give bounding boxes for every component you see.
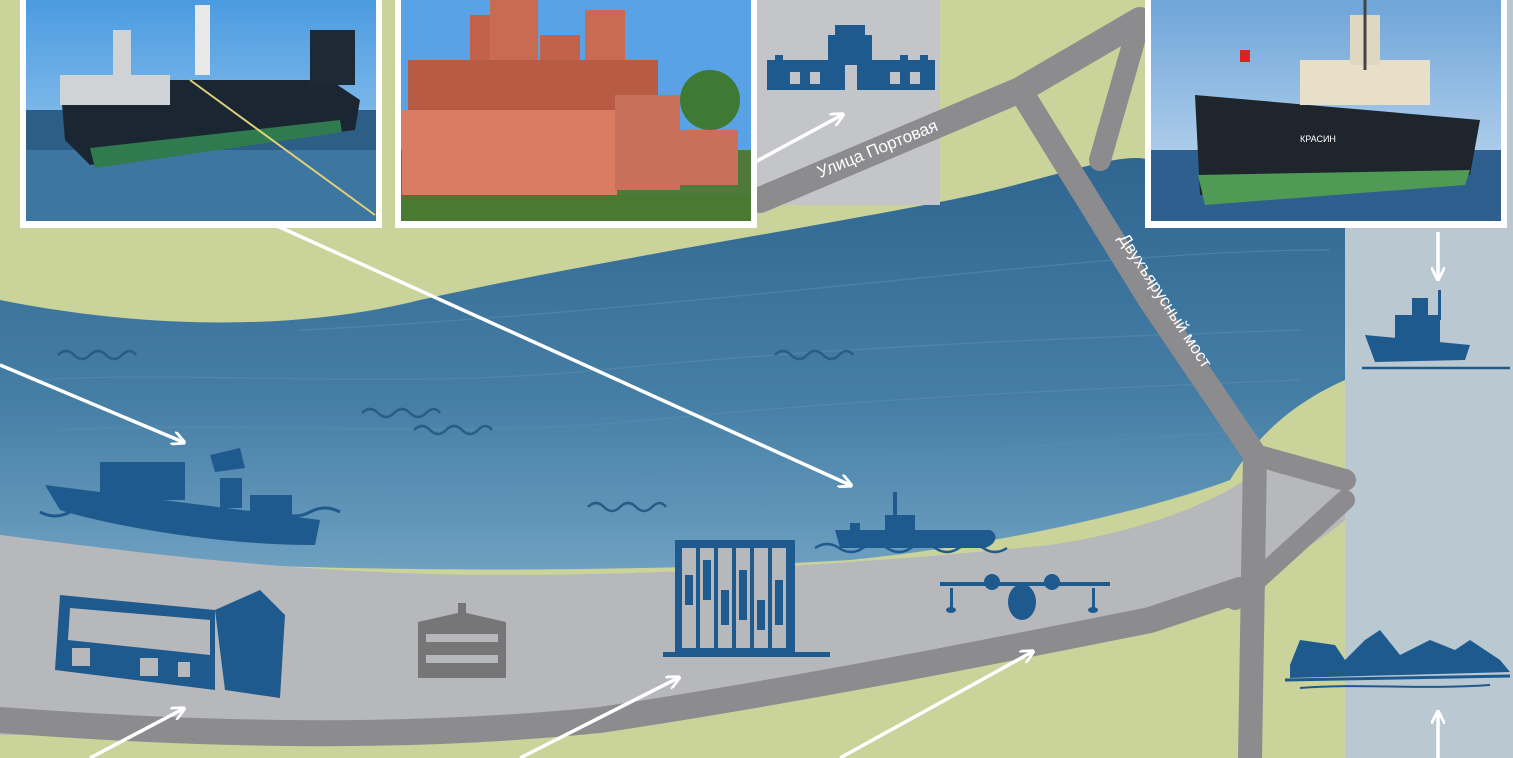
icebreaker-icon[interactable] [1362,290,1510,370]
research-ship-icon[interactable] [39,448,341,545]
arrow-to-research-ship [0,363,183,442]
submarine-photo[interactable] [20,0,382,228]
pointer-arrows [0,115,1438,758]
building-icon[interactable] [418,603,506,678]
arrow-to-seaplane [839,652,1032,758]
gate-icon[interactable] [767,25,935,90]
arrow-submarine-photo-to-icon [274,223,850,485]
arrow-to-gate-icon [754,115,842,164]
arrow-to-tall-building [519,678,678,758]
fort-photo[interactable] [395,0,757,228]
roads [0,7,1356,758]
museum-hall-icon[interactable] [55,590,285,698]
wave-marks [57,349,854,513]
embankment [0,470,1345,735]
seaplane-icon[interactable] [940,574,1110,620]
icebreaker-hull-text: КРАСИН [1300,134,1336,144]
submarine-icon[interactable] [814,492,1008,554]
tall-building-icon[interactable] [663,540,830,657]
ocean-center-icon[interactable] [1284,630,1511,689]
arrow-to-museum-hall [89,709,183,758]
icebreaker-photo[interactable]: КРАСИН [1145,0,1507,228]
